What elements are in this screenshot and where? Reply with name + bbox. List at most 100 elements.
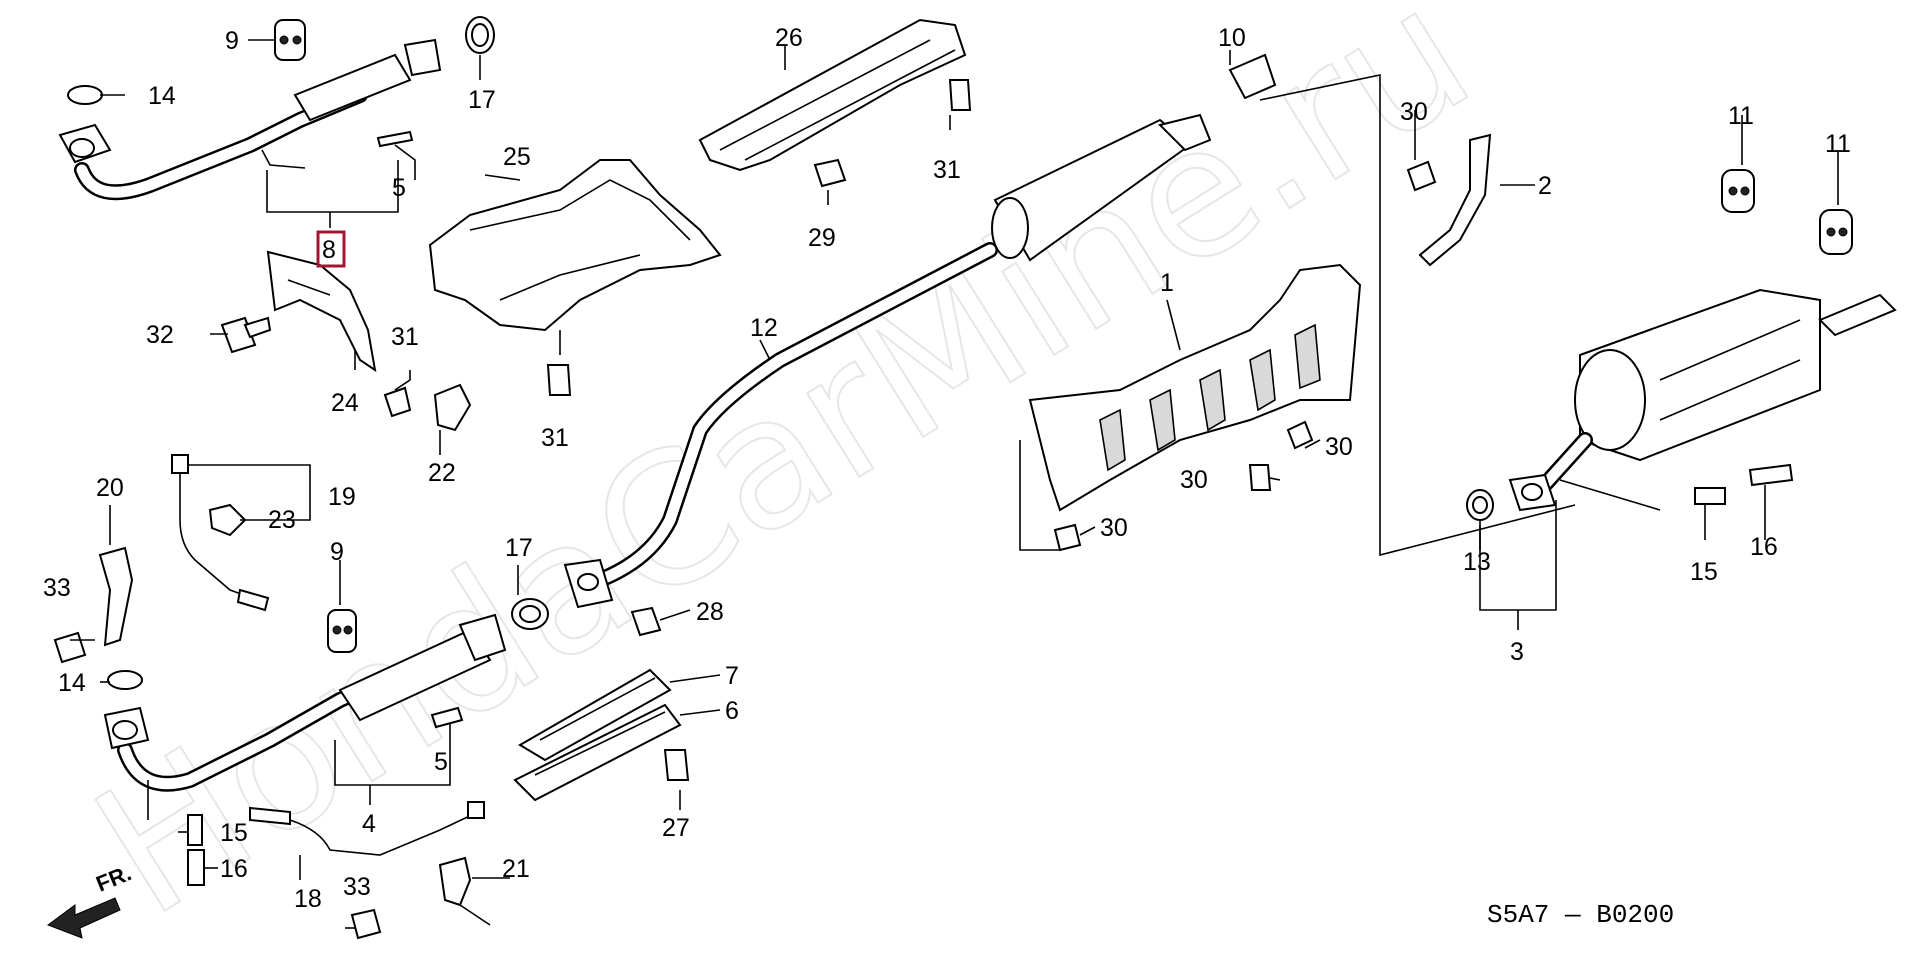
bolt-30-shield-lower	[1248, 464, 1272, 491]
nut-29	[813, 158, 847, 188]
oxygen-sensor-19	[171, 454, 270, 612]
callout-29: 29	[808, 224, 836, 252]
callout-8: 8	[322, 236, 336, 264]
callout-11: 11	[1728, 102, 1754, 130]
callout-20: 20	[96, 474, 124, 502]
callout-9: 9	[225, 27, 239, 55]
leader-line	[266, 160, 399, 213]
callout-31: 31	[933, 156, 961, 184]
rubber-mount-9-top	[274, 19, 306, 61]
callout-30: 30	[1325, 433, 1353, 461]
callout-18: 18	[294, 885, 322, 913]
callout-17: 17	[505, 534, 533, 562]
catalytic-shield-6	[513, 703, 682, 802]
callout-15: 15	[1690, 558, 1718, 586]
diagram-reference-code: S5A7 — B0200	[1487, 900, 1674, 930]
callout-3: 3	[1510, 638, 1524, 666]
callout-19: 19	[328, 483, 356, 511]
rubber-mount-9-bottom	[327, 609, 357, 653]
callout-21: 21	[502, 855, 530, 883]
gasket-14-top	[67, 85, 103, 105]
callout-30: 30	[1180, 466, 1208, 494]
callout-7: 7	[725, 662, 739, 690]
callout-27: 27	[662, 814, 690, 842]
callout-13: 13	[1463, 548, 1491, 576]
highlight-box	[316, 230, 346, 268]
bolt-31-left	[383, 386, 412, 418]
callout-12: 12	[750, 314, 778, 342]
callout-5: 5	[434, 748, 448, 776]
callout-23: 23	[268, 506, 296, 534]
heat-shield-25	[428, 159, 722, 332]
bolt-33-bottom	[350, 908, 382, 940]
callout-2: 2	[1538, 172, 1552, 200]
callout-31: 31	[541, 424, 569, 452]
callout-6: 6	[725, 697, 739, 725]
bolt-5-top	[376, 130, 414, 148]
front-exhaust-pipe-upper	[58, 38, 442, 201]
callout-11: 11	[1825, 130, 1851, 158]
oxygen-sensor-18	[249, 801, 485, 856]
spring-15-right	[1694, 487, 1726, 505]
callout-25: 25	[503, 143, 531, 171]
rubber-mount-11-right	[1819, 209, 1853, 255]
callout-28: 28	[696, 598, 724, 626]
gasket-14-bottom	[107, 670, 143, 690]
heat-shield-1	[1028, 263, 1362, 512]
callout-17: 17	[468, 86, 496, 114]
bracket-21	[438, 856, 491, 926]
hanger-10	[1228, 53, 1277, 100]
callout-10: 10	[1218, 24, 1246, 52]
callout-22: 22	[428, 459, 456, 487]
front-exhaust-pipe-lower	[103, 613, 507, 792]
bolt-33-left	[53, 631, 87, 664]
bolt-32	[220, 316, 272, 354]
callout-33: 33	[343, 873, 371, 901]
gasket-17-bottom	[511, 598, 549, 630]
rubber-mount-11-left	[1721, 169, 1755, 213]
callout-9: 9	[330, 538, 344, 566]
heat-shield-24	[266, 250, 377, 373]
callout-1: 1	[1160, 269, 1174, 297]
front-direction-arrow: FR.	[46, 860, 135, 939]
callout-4: 4	[362, 810, 376, 838]
bolt-5-bottom	[430, 706, 464, 729]
assembly-bracket-line	[1259, 74, 1576, 557]
callout-30: 30	[1400, 98, 1428, 126]
heat-shield-26	[698, 18, 967, 172]
muffler-3	[1508, 288, 1897, 512]
bolt-31-top	[948, 79, 972, 111]
bracket-22	[433, 383, 472, 432]
clip-23	[208, 503, 247, 537]
callout-30: 30	[1100, 514, 1128, 542]
callout-31: 31	[391, 323, 419, 351]
callout-labels: 9 14 17 5 8 25 32 31 24 22 31 26 31 29 1…	[43, 24, 1851, 930]
hanger-bracket-2	[1418, 133, 1492, 267]
callout-26: 26	[775, 24, 803, 52]
bolt-31-center	[546, 364, 572, 396]
bolt-27	[663, 749, 690, 781]
gasket-13	[1466, 489, 1494, 521]
callout-24: 24	[331, 389, 359, 417]
callout-5: 5	[392, 174, 406, 202]
callout-32: 32	[146, 321, 174, 349]
nut-28	[630, 606, 662, 637]
catalytic-shield-7	[518, 668, 672, 762]
resonator	[991, 113, 1212, 262]
callout-16: 16	[1750, 533, 1778, 561]
bolt-16-right	[1748, 463, 1794, 487]
bolt-16-left	[187, 849, 205, 886]
spring-15-left	[187, 814, 203, 846]
bracket-20	[98, 546, 134, 647]
callout-15: 15	[220, 819, 248, 847]
bolt-30-shield-right	[1286, 420, 1314, 450]
callout-14: 14	[58, 669, 86, 697]
gasket-17-top	[465, 16, 495, 54]
callout-16: 16	[220, 855, 248, 883]
bolt-30-shield-left	[1053, 523, 1082, 552]
callout-33: 33	[43, 574, 71, 602]
callout-14: 14	[148, 82, 176, 110]
bolt-30-top	[1406, 160, 1437, 192]
callout-leaders	[70, 39, 1839, 929]
